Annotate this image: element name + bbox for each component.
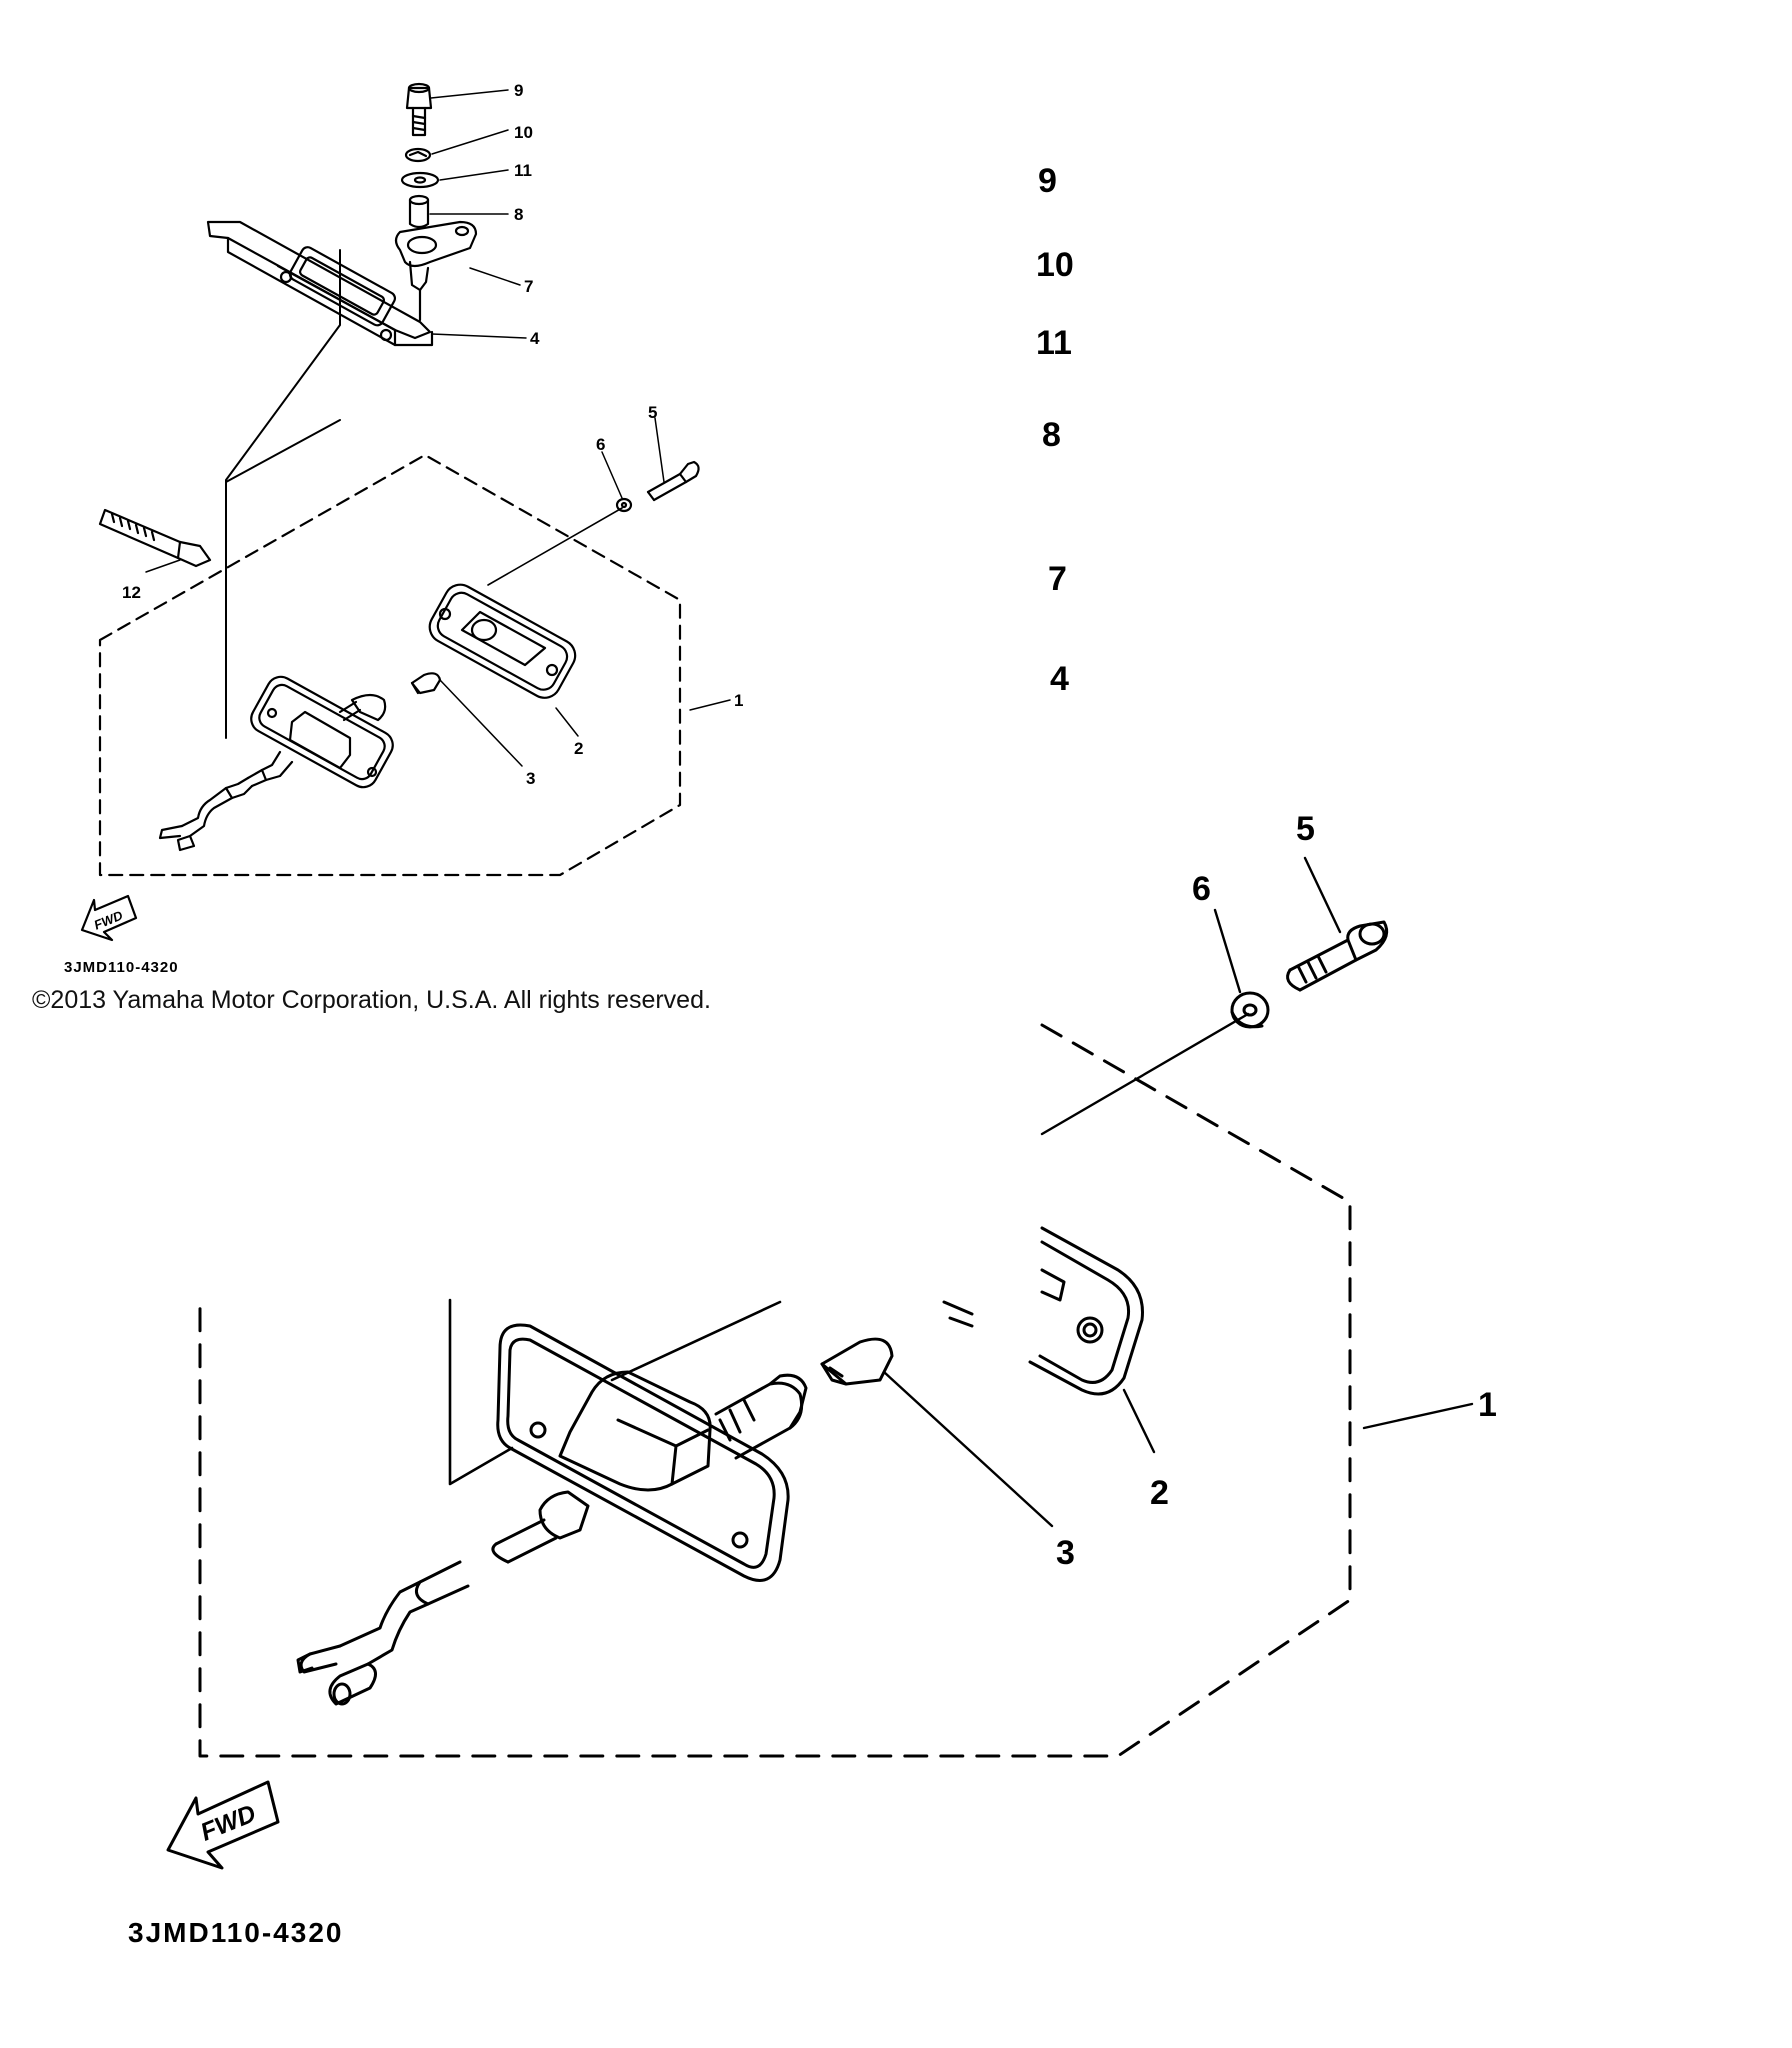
callout-7-small: 7 bbox=[524, 277, 533, 296]
callout-2-large: 2 bbox=[1150, 1474, 1169, 1512]
collar-part bbox=[408, 194, 430, 229]
leader-lines-large bbox=[882, 856, 1474, 1528]
fwd-arrow-small bbox=[80, 894, 138, 942]
diagram-code-small: 3JMD110-4320 bbox=[64, 959, 179, 976]
callout-5-small: 5 bbox=[648, 403, 657, 422]
callout-2-small: 2 bbox=[574, 739, 583, 758]
band-part bbox=[98, 508, 212, 568]
callout-5-large: 5 bbox=[1296, 810, 1315, 848]
callout-10-small: 10 bbox=[514, 123, 533, 142]
fwd-label-large: FWD bbox=[197, 1799, 260, 1846]
callout-1-small: 1 bbox=[734, 691, 743, 710]
bulb-part-small bbox=[410, 672, 442, 695]
callout-9-small: 9 bbox=[514, 81, 523, 100]
washer-11-part bbox=[400, 171, 440, 189]
cropped-label-11: 11 bbox=[1036, 324, 1072, 362]
bolt-5-part-large bbox=[1286, 920, 1389, 992]
bolt-9-part bbox=[405, 82, 433, 137]
wire-harness-small bbox=[158, 776, 254, 852]
diagram-code-large: 3JMD110-4320 bbox=[128, 1917, 343, 1948]
cropped-label-9: 9 bbox=[1038, 162, 1057, 200]
callout-1-large: 1 bbox=[1478, 1386, 1497, 1424]
wire-harness-large bbox=[296, 1560, 470, 1706]
callout-6-large: 6 bbox=[1192, 870, 1211, 908]
assembly-outline-large bbox=[198, 1023, 1352, 1758]
cropped-label-8: 8 bbox=[1042, 416, 1061, 454]
bracket-part bbox=[206, 220, 434, 347]
cropped-label-7: 7 bbox=[1048, 560, 1067, 598]
lamp-body-large bbox=[491, 1323, 808, 1582]
lens-part-small bbox=[428, 583, 577, 699]
bulb-part-large bbox=[820, 1337, 894, 1386]
callout-3-large: 3 bbox=[1056, 1534, 1075, 1572]
washer-6-part-large bbox=[1230, 991, 1270, 1029]
fwd-arrow-large bbox=[166, 1780, 280, 1870]
callout-8-small: 8 bbox=[514, 205, 523, 224]
cropped-label-4: 4 bbox=[1050, 660, 1069, 698]
washer-10-part bbox=[404, 147, 432, 163]
callout-4-small: 4 bbox=[530, 329, 540, 348]
callout-6-small: 6 bbox=[596, 435, 605, 454]
assembly-outline-small bbox=[98, 453, 682, 877]
bolt-5-part-small bbox=[646, 460, 700, 502]
callout-3-small: 3 bbox=[526, 769, 535, 788]
callout-11-small: 11 bbox=[514, 161, 532, 180]
washer-6-part-small bbox=[615, 497, 633, 513]
callout-12-small: 12 bbox=[122, 583, 141, 602]
copyright-notice: ©2013 Yamaha Motor Corporation, U.S.A. A… bbox=[32, 986, 711, 1014]
leader-lines-small bbox=[145, 89, 731, 767]
lamp-body-small bbox=[246, 675, 394, 789]
stay-part bbox=[394, 220, 478, 292]
cropped-label-10: 10 bbox=[1036, 246, 1074, 284]
lens-part-large bbox=[942, 1226, 1144, 1396]
